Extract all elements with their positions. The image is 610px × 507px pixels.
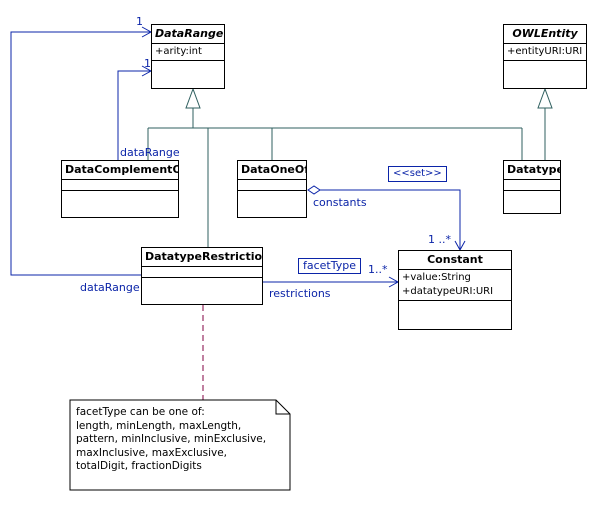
class-attribute: +arity:int [152,44,224,61]
class-name: DatatypeRestriction [142,248,262,267]
class-attribute: +entityURI:URI [504,44,586,61]
note-line: maxInclusive, maxExclusive, [76,446,227,459]
note-line: pattern, minInclusive, minExclusive, [76,433,267,445]
class-attribute: +value:String [402,272,471,283]
class-name: Datatype [504,161,560,180]
class-data-complement-of[interactable]: DataComplementOf [61,160,179,218]
class-datatype[interactable]: Datatype [503,160,561,214]
class-attribute: +datatypeURI:URI [402,286,494,297]
multiplicity-restriction-datarange: 1 [136,15,143,28]
class-datatype-restriction[interactable]: DatatypeRestriction [141,247,263,305]
aggregation-diamond [307,185,321,195]
class-name: OWLEntity [504,25,586,44]
role-label-complement-datarange: dataRange [120,146,180,159]
class-name: Constant [399,251,511,270]
role-label-restrictions: restrictions [269,287,331,300]
class-name: DataComplementOf [62,161,178,180]
class-name: DataRange [152,25,224,44]
facet-type-qualifier: facetType [298,258,362,274]
note-line: length, minLength, maxLength, [76,419,242,432]
note-line: totalDigit, fractionDigits [76,460,202,472]
class-data-one-of[interactable]: DataOneOf [237,160,307,218]
multiplicity-restriction-constant: 1..* [368,263,388,276]
role-label-restriction-datarange: dataRange [80,281,140,294]
note-text: facetType can be one of: length, minLeng… [76,406,266,474]
multiplicity-complement-datarange: 1 [144,57,151,70]
inheritance-lines [147,108,546,247]
set-stereotype: <<set>> [388,166,447,182]
note-shape [69,399,291,491]
class-name: DataOneOf [238,161,306,180]
owlentity-generalization-arrow [537,87,553,109]
multiplicity-oneof-constant: 1 ..* [428,233,451,246]
class-data-range[interactable]: DataRange +arity:int [151,24,225,89]
class-constant[interactable]: Constant +value:String +datatypeURI:URI [398,250,512,330]
role-label-constants: constants [313,196,367,209]
datarange-generalization-arrow [185,87,201,109]
note-line: facetType can be one of: [76,406,205,418]
class-owl-entity[interactable]: OWLEntity +entityURI:URI [503,24,587,89]
